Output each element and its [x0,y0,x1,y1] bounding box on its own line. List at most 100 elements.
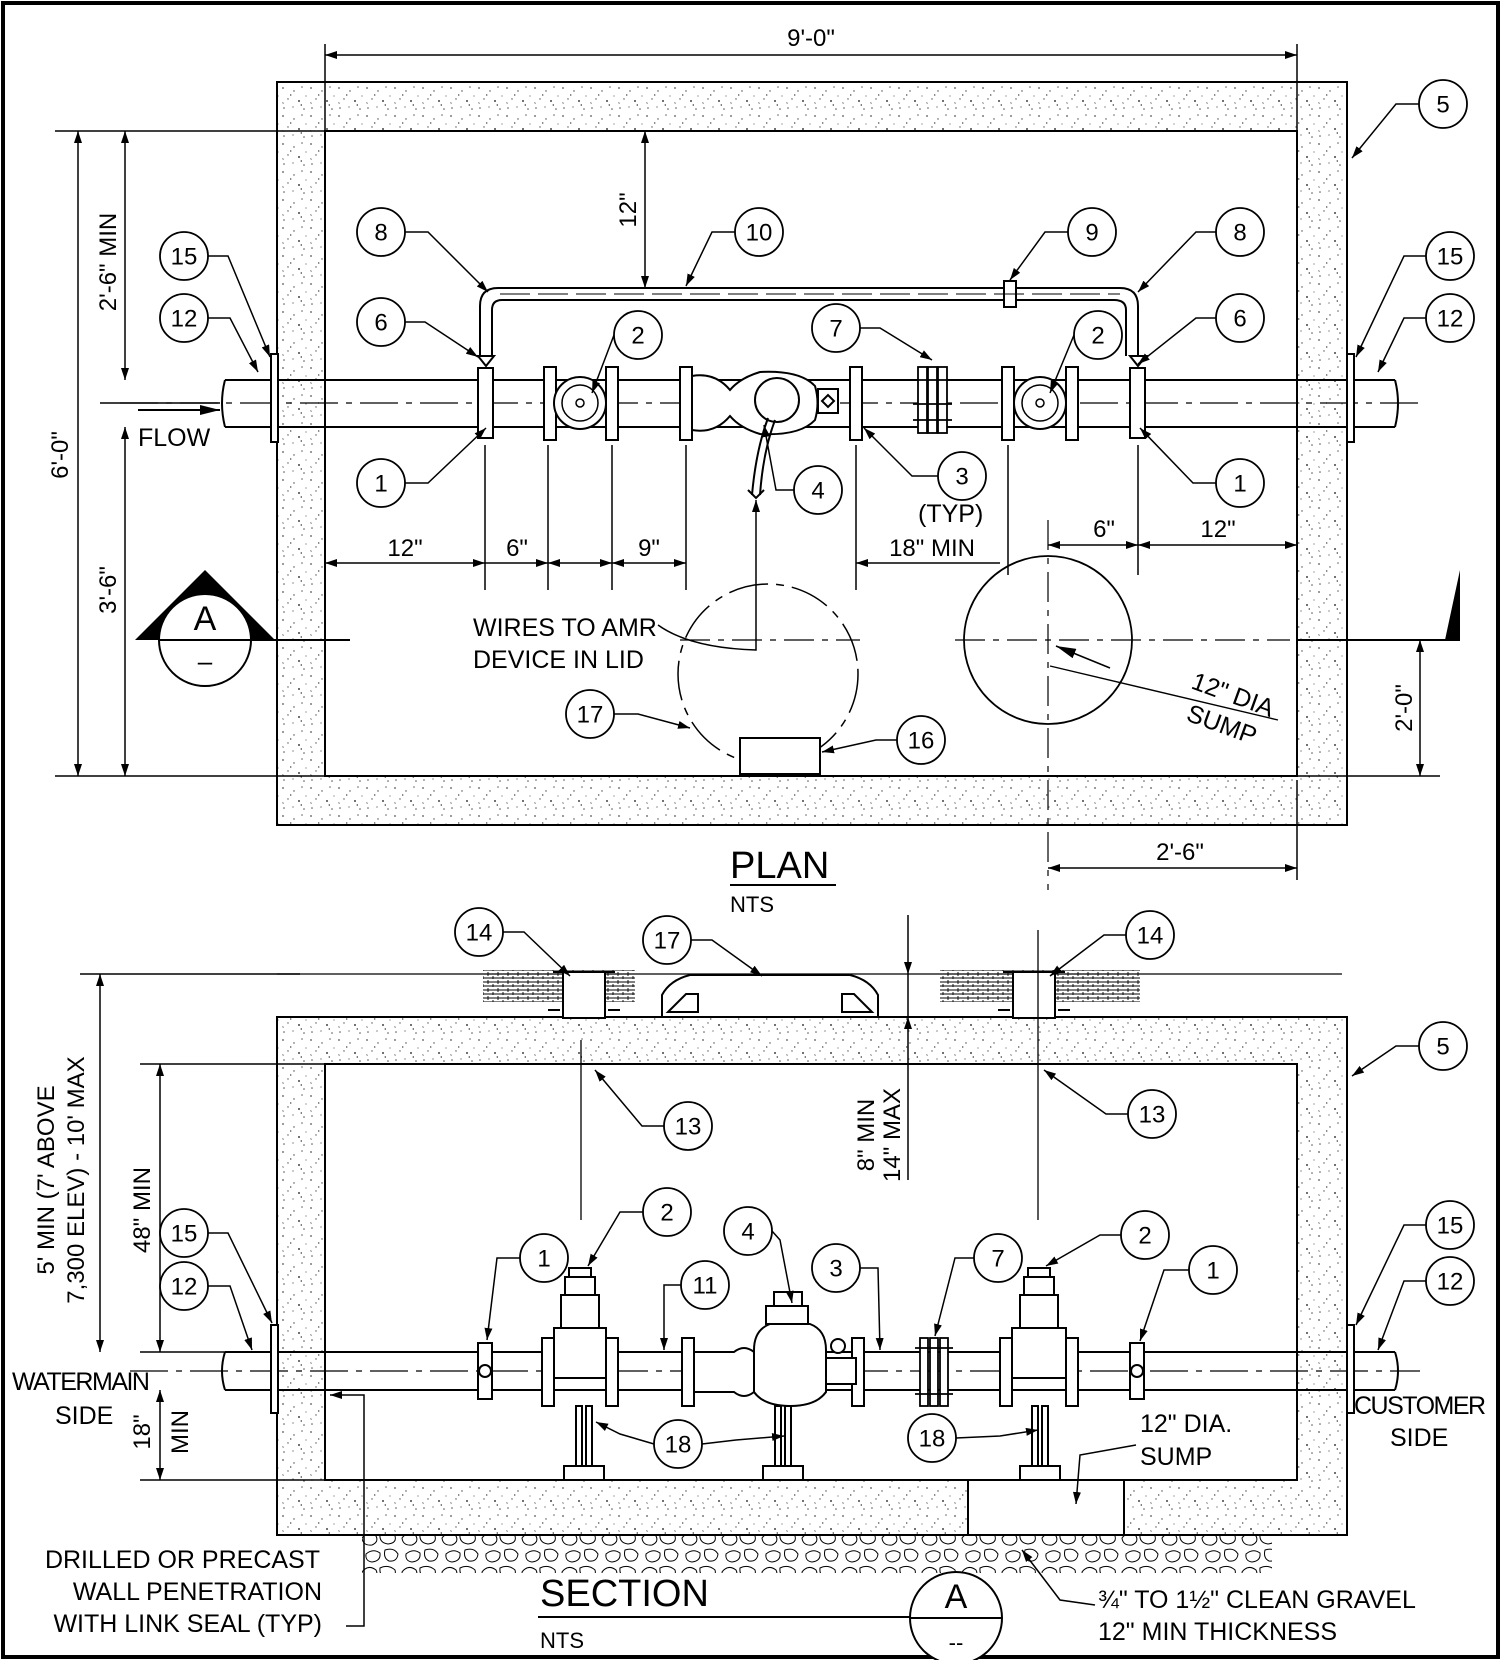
wires-label-1: WIRES TO AMR [473,614,657,642]
callout-circle [973,1233,1023,1283]
callout-leader [208,317,259,373]
callout-bubble: 9 [1009,207,1117,281]
callout-bubble: 16 [821,715,946,765]
callout-circle [937,451,987,501]
callout-circle [519,1233,569,1283]
plan-dimension-lines [55,44,1440,880]
plan-lid-hinge [739,737,821,775]
callout-leader [1137,317,1216,365]
callout-number: 2 [1091,323,1104,350]
dim-top-min: 2'-6" MIN [95,213,122,311]
dim-six-a: 6" [506,535,528,562]
callout-bubble: 6 [1137,293,1265,365]
soil-left [483,970,635,1002]
callout-number: 18 [665,1432,692,1459]
callout-number: 8 [374,220,387,247]
callout-bubble: 6 [356,297,479,358]
typ-label: (TYP) [918,500,983,528]
gravel-label-2: 12" MIN THICKNESS [1098,1618,1337,1646]
section-marker-letter: A [194,600,217,638]
callout-circle [1125,910,1175,960]
dim-two-six: 2'-6" [1156,839,1204,866]
callout-leader [660,1284,681,1350]
callout-bubble: 3 [811,1243,884,1351]
callout-leader [1355,1224,1426,1326]
dim-left-12: 12" [387,535,422,562]
callout-leader [1139,1269,1189,1342]
callout-bubble: 4 [762,424,843,515]
callout-leader [587,1211,643,1267]
dim-overall-height: 6'-0" [47,431,74,479]
section-valve-right [1011,1267,1067,1379]
callout-circle [1425,1256,1475,1306]
callout-bubble: 15 [1355,1200,1475,1326]
callout-bubble: 11 [660,1260,730,1350]
callout-circle [1215,458,1265,508]
callout-circle [356,458,406,508]
callout-number: 15 [171,1221,198,1248]
callout-circle [811,1243,861,1293]
dim-bottom-1: 18" [129,1414,156,1449]
callout-bubble: 15 [159,1208,273,1324]
callout-number: 2 [1138,1223,1151,1250]
callout-bubble: 2 [1049,310,1123,394]
section-labels: WATERMAIN SIDE CUSTOMER SIDE 12" DIA. SU… [12,1368,1487,1646]
callout-circle [1215,293,1265,343]
callout-leader [1351,1045,1419,1077]
plan-meter [691,370,839,436]
callout-number: 4 [811,478,824,505]
callout-bubble: 2 [587,1187,692,1267]
callout-number: 17 [577,702,604,729]
callout-leader [1049,334,1075,394]
callout-number: 7 [829,316,842,343]
callout-leader [1137,231,1216,293]
callout-leader [591,334,615,394]
pipe-supports [563,1405,1061,1481]
callout-bubble: 1 [356,427,487,508]
callout-leader [1377,317,1426,373]
plan-scale: NTS [730,892,774,917]
callout-leader [1377,1280,1426,1351]
callout-leader [594,1069,664,1127]
callout-number: 18 [919,1426,946,1453]
callout-bubble: 5 [1351,79,1468,159]
callout-bubble: 14 [454,907,571,977]
callout-bubble: 4 [723,1206,794,1304]
wall-label-2: WALL PENETRATION [73,1578,322,1606]
callout-leader [691,939,763,977]
callout-number: 1 [374,471,387,498]
callout-circle [896,715,946,765]
callout-leader [614,713,691,729]
section-sleeve-left [270,1324,279,1414]
callout-leader [1043,1069,1128,1115]
gravel-label-1: ¾" TO 1½" CLEAN GRAVEL [1098,1586,1416,1614]
section-dimension-text: 5' MIN (7' ABOVE 7,300 ELEV) - 10' MAX 4… [33,1056,906,1454]
callout-bubble: 12 [159,1261,253,1351]
callout-bubble: 7 [811,303,933,361]
section-marker-bottom: A -- [909,1571,1003,1660]
callout-leader [762,424,794,491]
sump-section-2: SUMP [1140,1443,1212,1471]
callout-number: 1 [537,1246,550,1273]
callout-circle [159,231,209,281]
callout-bubble: 13 [1043,1069,1177,1139]
section-valve-left [553,1267,607,1379]
dim-top-clear: 12" [615,192,642,227]
callout-circle [1425,1200,1475,1250]
callout-circle [1215,207,1265,257]
callout-bubble: 18 [907,1413,1039,1463]
callout-number: 12 [171,1274,198,1301]
callout-bubble: 12 [159,293,259,373]
plan-sleeve-left [270,353,279,443]
callout-number: 2 [660,1200,673,1227]
callout-number: 11 [693,1273,718,1300]
callout-bubble: 8 [1137,207,1265,293]
callout-bubble: 1 [484,1233,569,1341]
callout-circle [565,689,615,739]
callout-bubble: 1 [1139,427,1265,508]
watermain-label-1: WATERMAIN [12,1368,149,1396]
section-sleeve-right [1346,1324,1355,1414]
dim-vault-min: 48" MIN [129,1167,156,1253]
callout-number: 15 [171,244,198,271]
